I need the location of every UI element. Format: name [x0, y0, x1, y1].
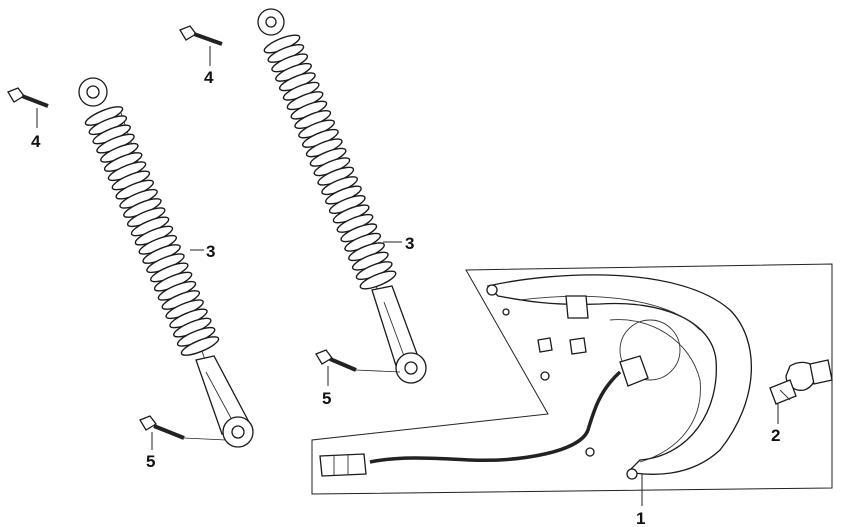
callout-bolt-bottom-mid: 5 — [322, 389, 331, 408]
spring-coil — [359, 270, 397, 290]
tail-light-assembly — [311, 263, 833, 506]
callout-bolt-bottom-left: 5 — [146, 452, 155, 471]
bolt-5-left — [139, 415, 227, 450]
bulb-2 — [769, 359, 833, 424]
callout-tail-light: 1 — [636, 509, 645, 527]
bolt-5-mid — [315, 349, 401, 386]
shock-absorber-left — [78, 77, 254, 448]
callout-bolt-top-mid: 4 — [204, 68, 214, 87]
spring-coil — [180, 336, 220, 356]
shock-absorber-right — [257, 8, 427, 384]
callout-shock-left: 3 — [206, 242, 215, 261]
callout-shock-right: 3 — [405, 234, 414, 253]
bolt-4-top — [179, 25, 223, 66]
bolt-4-left — [7, 87, 49, 128]
callout-bolt-top-left: 4 — [31, 132, 41, 151]
callout-bulb: 2 — [771, 426, 780, 445]
